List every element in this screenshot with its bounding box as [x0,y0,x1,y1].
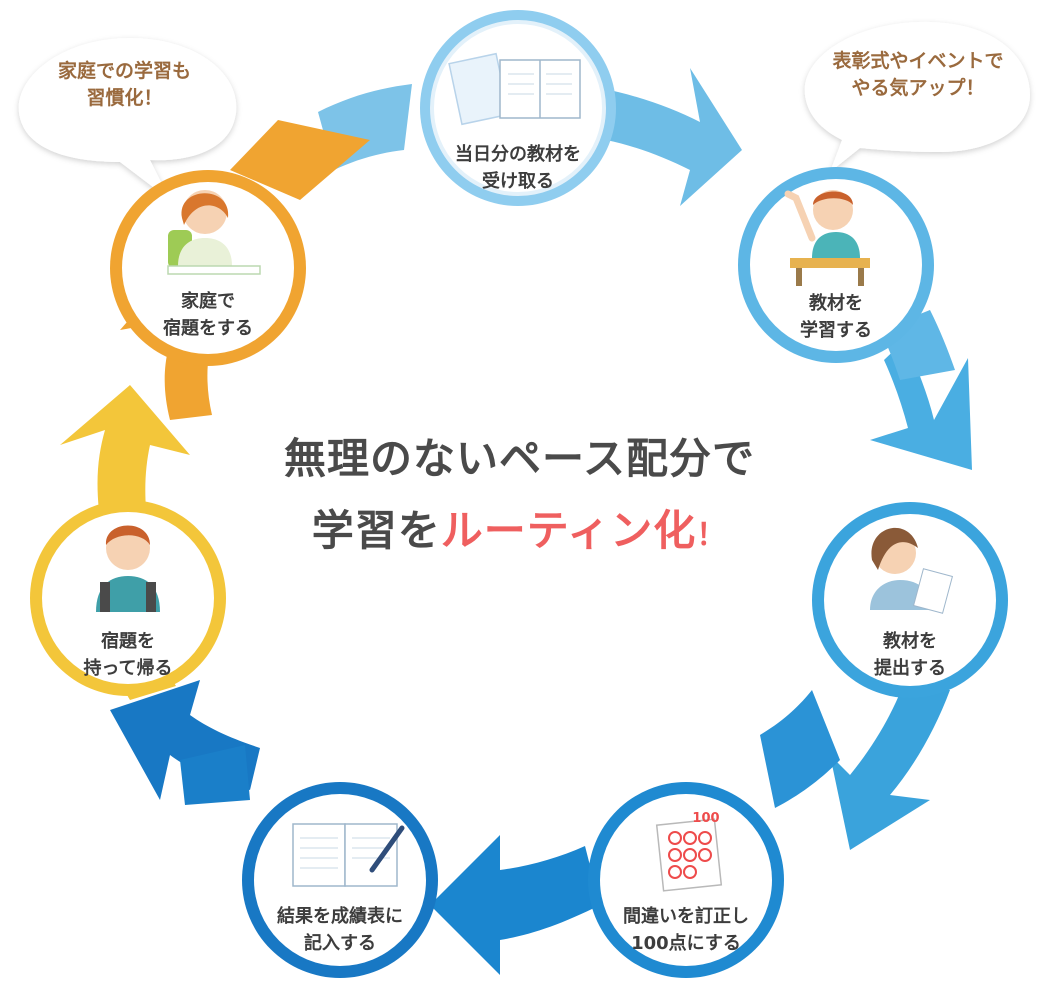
cycle-arrow-left [60,385,190,520]
bubble-right-line2: やる気アップ！ [851,77,985,99]
step-label-study: 教材を 学習する [751,290,921,344]
step-label-line1: 家庭で [181,291,235,312]
boy-with-backpack-icon [96,525,160,612]
corrected-test-icon [655,818,723,892]
score-mark: 100 [692,811,719,826]
step-label-line2: 持って帰る [83,658,173,679]
step-label-submit: 教材を 提出する [825,628,995,682]
cycle-arrow-bottom-right-body [760,690,840,808]
step-label-line2: 受け取る [482,171,554,192]
cycle-arrow-top-right [600,68,742,206]
step-label-line1: 教材を [883,631,937,652]
cycle-arrow-right-lower [830,688,950,850]
cycle-arrow-left-lower-body [180,745,250,805]
diagram-title-line2: 学習をルーティン化！ [0,497,1039,558]
title-accent: ルーティン化 [440,506,697,555]
step-label-line1: 宿題を [101,631,155,652]
step-label-line2: 100点にする [631,933,741,954]
step-label-line2: 宿題をする [163,318,253,339]
bubble-left-line2: 習慣化！ [86,87,163,109]
bubble-left-line1: 家庭での学習も [57,60,191,82]
bubble-right-text: 表彰式やイベントで やる気アップ！ [808,48,1028,102]
step-label-line1: 当日分の教材を [455,144,581,165]
cycle-arrow-bottom [430,835,600,975]
title-prefix: 学習を [311,506,441,555]
step-label-take-home: 宿題を 持って帰る [43,628,213,682]
woman-with-paper-icon [870,527,954,614]
student-raising-hand-icon [784,190,870,286]
cycle-arrow-right-upper [870,340,972,470]
title-exclamation: ！ [696,518,728,553]
step-label-homework: 家庭で 宿題をする [123,288,293,342]
step-label-line1: 教材を [809,293,863,314]
diagram-title-line1: 無理のないペース配分で [284,434,755,483]
bubble-left-text: 家庭での学習も 習慣化！ [22,58,227,112]
speech-bubble-left [18,38,237,200]
step-label-line1: 結果を成績表に [277,906,403,927]
cycle-arrow-upper-left-head [230,120,370,200]
step-label-line2: 記入する [304,933,376,954]
notebook-icon [448,52,581,126]
step-label-receive: 当日分の教材を 受け取る [433,141,603,195]
speech-bubble-right [804,21,1030,172]
step-label-line1: 間違いを訂正し [623,906,749,927]
step-label-correct: 間違いを訂正し 100点にする [601,903,771,957]
report-book-with-pen-icon [292,823,405,887]
step-label-line2: 提出する [874,658,946,679]
step-label-line2: 学習する [800,320,872,341]
girl-studying-icon [167,190,261,275]
step-label-record: 結果を成績表に 記入する [255,903,425,957]
bubble-right-line1: 表彰式やイベントで [832,50,1004,72]
